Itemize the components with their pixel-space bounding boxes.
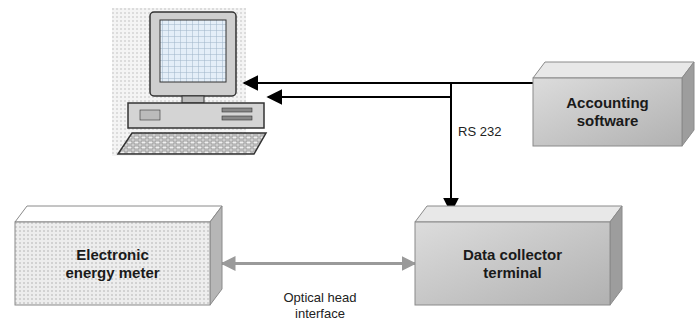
device-box: Electronic energy meter [15, 206, 222, 305]
keyboard [118, 133, 266, 154]
rs232-line [244, 82, 533, 84]
drive-slot [222, 108, 252, 112]
box-front [415, 222, 610, 305]
box-side [610, 206, 622, 305]
box-top [533, 62, 694, 78]
monitor-stand [182, 96, 204, 103]
box-side [210, 206, 222, 305]
box-top [15, 206, 222, 222]
drive-slot [222, 116, 252, 120]
box-front [15, 222, 210, 305]
rs232-line [268, 96, 451, 98]
panel [140, 110, 160, 120]
box-top [415, 206, 622, 222]
interface-label: RS 232 [456, 124, 503, 140]
box-side [682, 62, 694, 146]
box-label: Data collector terminal [445, 246, 580, 282]
cpu-case [128, 103, 264, 128]
box-label: Accounting software [545, 94, 670, 130]
device-box: Accounting software [533, 62, 694, 146]
screen [160, 20, 226, 82]
rs232-line [450, 83, 452, 212]
optical-link [222, 262, 415, 265]
box-front [533, 78, 682, 146]
monitor [150, 12, 236, 96]
link-label: Optical head interface [263, 290, 377, 322]
box-label: Electronic energy meter [50, 246, 175, 282]
device-box: Data collector terminal [415, 206, 622, 305]
